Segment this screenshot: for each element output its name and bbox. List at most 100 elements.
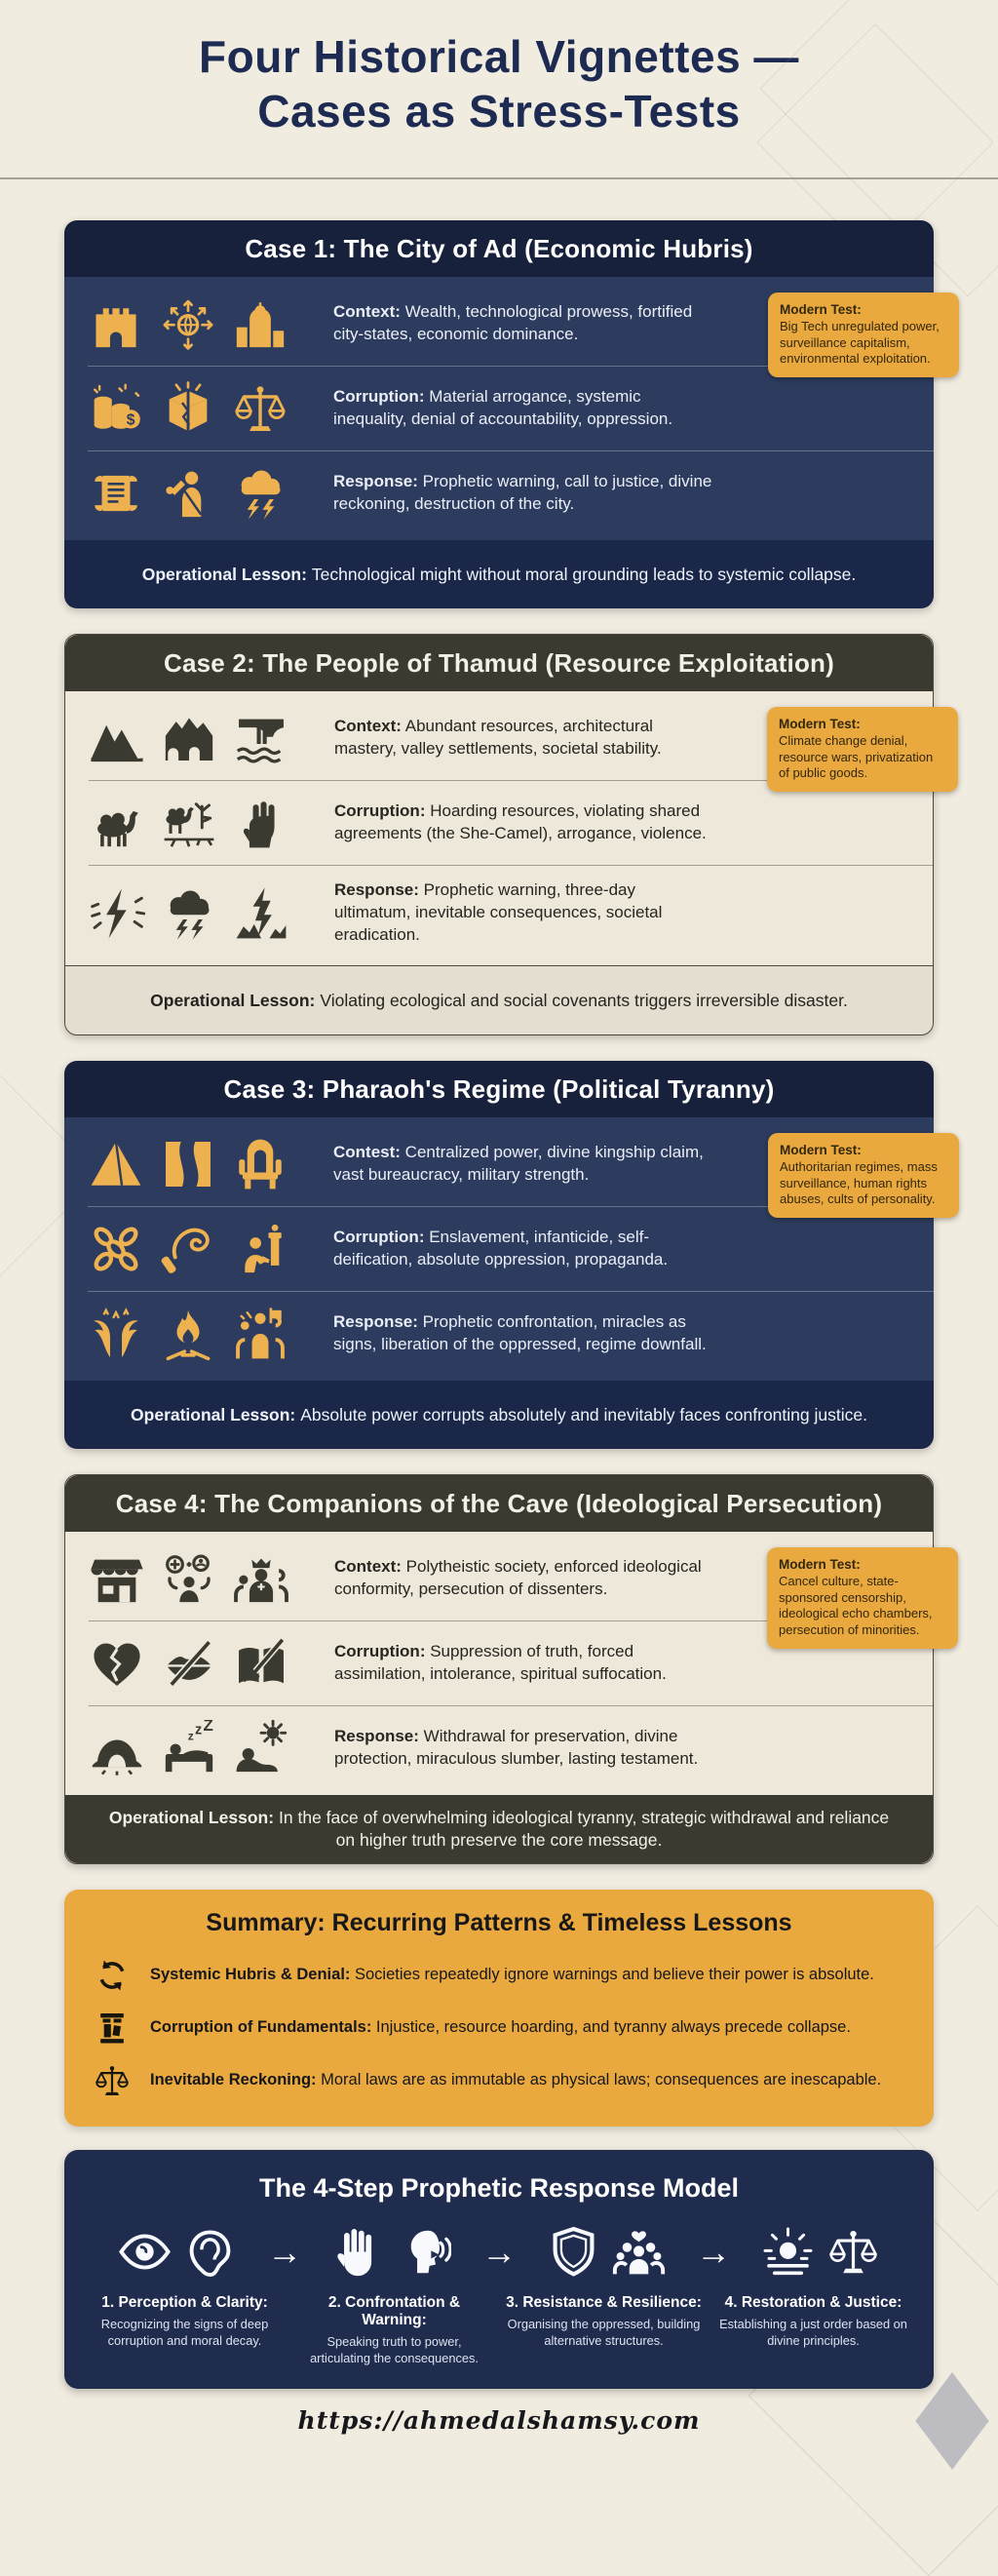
model-step: 2. Confrontation & Warning: Speaking trut… xyxy=(289,2294,499,2367)
case-1-title: Case 1: The City of Ad (Economic Hubris) xyxy=(64,220,934,278)
case-row: Context: Abundant resources, architectur… xyxy=(89,696,933,780)
page-title-line1: Four Historical Vignettes — xyxy=(199,31,799,82)
case-1-modern-test-note: Modern Test: Big Tech unregulated power,… xyxy=(768,293,959,378)
castle-icon xyxy=(96,308,136,348)
summary-item-text: Inevitable Reckoning: Moral laws are as … xyxy=(150,2071,882,2089)
case-row: Corruption: Suppression of truth, forced… xyxy=(89,1620,933,1705)
svg-text:z: z xyxy=(188,1730,194,1743)
modern-test-text: Big Tech unregulated power, surveillance… xyxy=(780,319,940,367)
row-text: Corruption: Suppression of truth, forced… xyxy=(334,1642,667,1684)
row-icon-group xyxy=(89,885,313,942)
model-icon-row: →→→ xyxy=(80,2225,918,2279)
dead-land-icon xyxy=(164,802,214,847)
row-text: Context: Abundant resources, architectur… xyxy=(334,717,662,759)
response-model-card: The 4-Step Prophetic Response Model →→→ … xyxy=(64,2150,934,2389)
modern-test-label: Modern Test: xyxy=(779,717,861,732)
wake-icon xyxy=(236,1720,288,1773)
row-text: Context: Wealth, technological prowess, … xyxy=(333,302,693,344)
model-step: 4. Restoration & Justice:Establishing a … xyxy=(709,2294,918,2367)
idols-icon xyxy=(166,1554,211,1603)
sunrise-icon xyxy=(763,2227,813,2276)
model-step-text: Speaking truth to power, articulating th… xyxy=(310,2334,479,2365)
row-text: Contest: Centralized power, divine kings… xyxy=(333,1143,704,1185)
cave-icon xyxy=(92,1739,142,1776)
summary-title: Summary: Recurring Patterns & Timeless L… xyxy=(206,1909,792,1937)
row-icon-group xyxy=(88,1221,312,1277)
case-4-title: Case 4: The Companions of the Cave (Ideo… xyxy=(65,1475,933,1533)
row-text: Corruption: Hoarding resources, violatin… xyxy=(334,801,707,843)
people-icon xyxy=(612,2231,666,2275)
content-column: Case 1: The City of Ad (Economic Hubris)… xyxy=(64,220,959,2435)
modern-test-text: Cancel culture, state-sponsored censorsh… xyxy=(779,1574,933,1637)
scroll-icon xyxy=(95,476,137,512)
summary-items: Systemic Hubris & Denial: Societies repe… xyxy=(94,1949,904,2107)
row-text: Response: Prophetic warning, three-day u… xyxy=(334,880,663,945)
case-2-operational-lesson: Operational Lesson:Violating ecological … xyxy=(65,965,933,1035)
row-icon-group xyxy=(88,1136,312,1192)
king-icon xyxy=(234,1558,288,1603)
case-row: Context: Wealth, technological prowess, … xyxy=(88,282,934,366)
case-4-operational-lesson: Operational Lesson:In the face of overwh… xyxy=(65,1795,933,1864)
broken-heart-icon xyxy=(94,1643,140,1686)
model-step-title: 1. Perception & Clarity: xyxy=(101,2294,268,2312)
case-3-operational-lesson: Operational Lesson:Absolute power corrup… xyxy=(64,1381,934,1450)
ear-icon xyxy=(189,2230,231,2277)
case-3-body: Contest: Centralized power, divine kings… xyxy=(64,1117,959,1382)
case-3-title: Case 3: Pharaoh's Regime (Political Tyra… xyxy=(64,1061,934,1118)
case-4-modern-test-note: Modern Test: Cancel culture, state-spons… xyxy=(767,1547,958,1649)
arrow-right-icon: → xyxy=(481,2231,517,2272)
footer-url: https://ahmedalshamsy.com xyxy=(297,2405,701,2435)
coins-icon: $ xyxy=(94,383,140,430)
preacher-icon xyxy=(166,471,203,518)
model-step: 1. Perception & Clarity:Recognizing the … xyxy=(80,2294,289,2367)
shield-icon xyxy=(553,2226,595,2277)
page-title-line2: Cases as Stress-Tests xyxy=(257,86,741,137)
case-3-modern-test-note: Modern Test: Authoritarian regimes, mass… xyxy=(768,1133,959,1218)
model-step: 3. Resistance & Resilience:Organising th… xyxy=(499,2294,709,2367)
case-1-card: Case 1: The City of Ad (Economic Hubris)… xyxy=(64,220,959,609)
summary-item: Corruption of Fundamentals: Injustice, r… xyxy=(94,2002,904,2054)
row-icon-group xyxy=(88,295,312,352)
modern-test-label: Modern Test: xyxy=(780,302,862,318)
hand-icon xyxy=(337,2229,372,2277)
waves-icon xyxy=(94,1308,138,1358)
model-step-title: 4. Restoration & Justice: xyxy=(724,2294,902,2312)
eye-icon xyxy=(119,2234,171,2270)
case-2-modern-test-note: Modern Test: Climate change denial, reso… xyxy=(767,707,958,793)
case-1-operational-lesson: Operational Lesson:Technological might w… xyxy=(64,540,934,609)
arrow-right-icon: → xyxy=(696,2231,731,2272)
silenced-icon xyxy=(167,1639,212,1688)
row-text: Corruption: Enslavement, infanticide, se… xyxy=(333,1228,669,1269)
speak-icon xyxy=(410,2230,451,2274)
quake-icon xyxy=(91,888,145,938)
model-step-icons xyxy=(733,2225,908,2279)
city-icon xyxy=(236,302,285,348)
mountains-icon xyxy=(91,724,143,762)
page-title: Four Historical Vignettes —Cases as Stre… xyxy=(0,0,998,138)
row-icon-group xyxy=(89,1550,313,1607)
row-text: Response: Prophetic confrontation, mirac… xyxy=(333,1312,707,1354)
camel-icon xyxy=(97,811,138,847)
cycle-icon xyxy=(99,1960,125,1991)
title-divider xyxy=(0,177,998,180)
model-step-title: 2. Confrontation & Warning: xyxy=(327,2294,461,2329)
row-text: Corruption: Material arrogance, systemic… xyxy=(333,387,673,429)
case-row: Response: Prophetic warning, call to jus… xyxy=(88,450,934,535)
case-row: Response: Prophetic confrontation, mirac… xyxy=(88,1291,934,1376)
summary-item: Systemic Hubris & Denial: Societies repe… xyxy=(94,1949,904,2002)
market-icon xyxy=(91,1559,143,1603)
pillar-icon xyxy=(100,2012,124,2044)
row-icon-group xyxy=(88,465,312,522)
globe-icon xyxy=(163,299,213,350)
response-model-title: The 4-Step Prophetic Response Model xyxy=(258,2173,740,2204)
rockfall-icon xyxy=(236,887,287,938)
model-step-text: Organising the oppressed, building alter… xyxy=(507,2317,701,2348)
storm-icon xyxy=(170,890,210,940)
summary-card: Summary: Recurring Patterns & Timeless L… xyxy=(64,1890,934,2127)
chains-icon xyxy=(94,1227,138,1271)
fire-icon xyxy=(166,1309,211,1361)
scales-icon xyxy=(96,2066,129,2096)
